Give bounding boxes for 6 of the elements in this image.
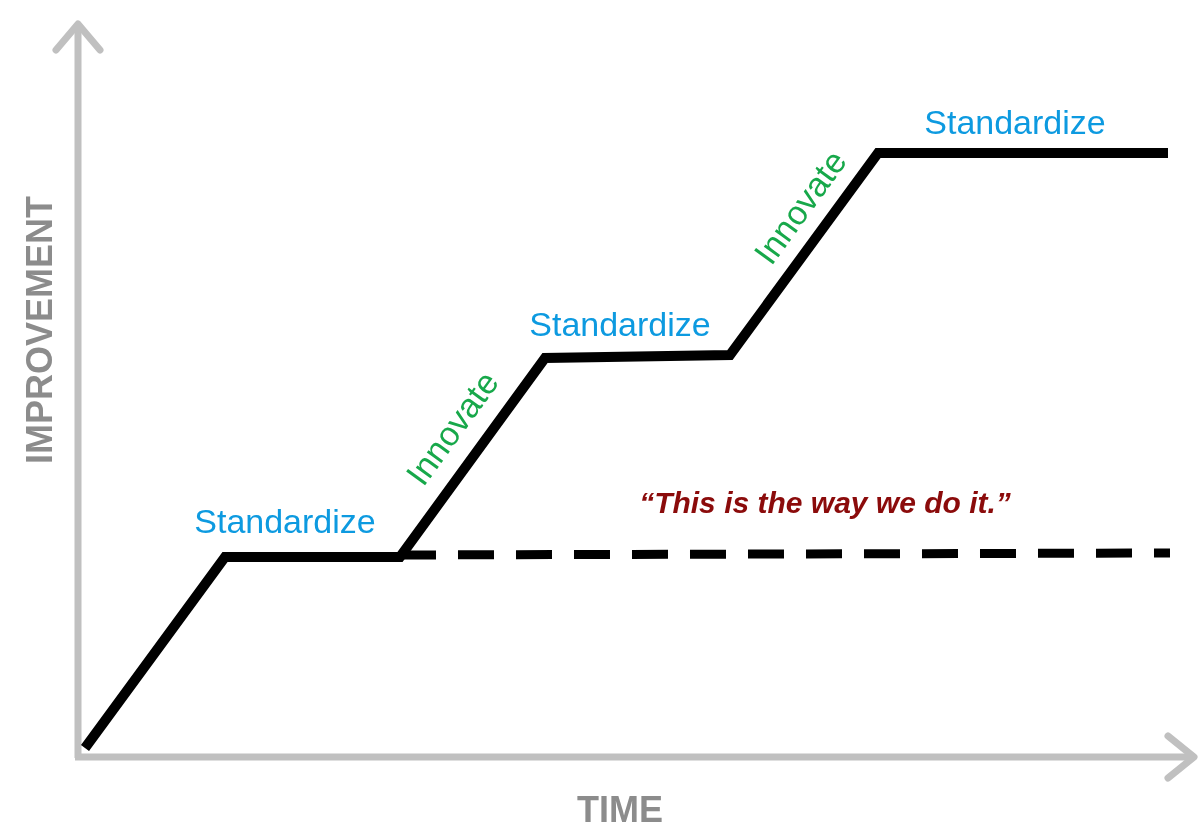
phase-label: Standardize bbox=[924, 105, 1106, 139]
phase-label: Standardize bbox=[529, 307, 711, 341]
axis-title: IMPROVEMENT bbox=[22, 196, 58, 464]
phase-label: Standardize bbox=[194, 504, 376, 538]
quote-text: “This is the way we do it.” bbox=[639, 488, 1011, 518]
axis-title: TIME bbox=[577, 792, 663, 828]
